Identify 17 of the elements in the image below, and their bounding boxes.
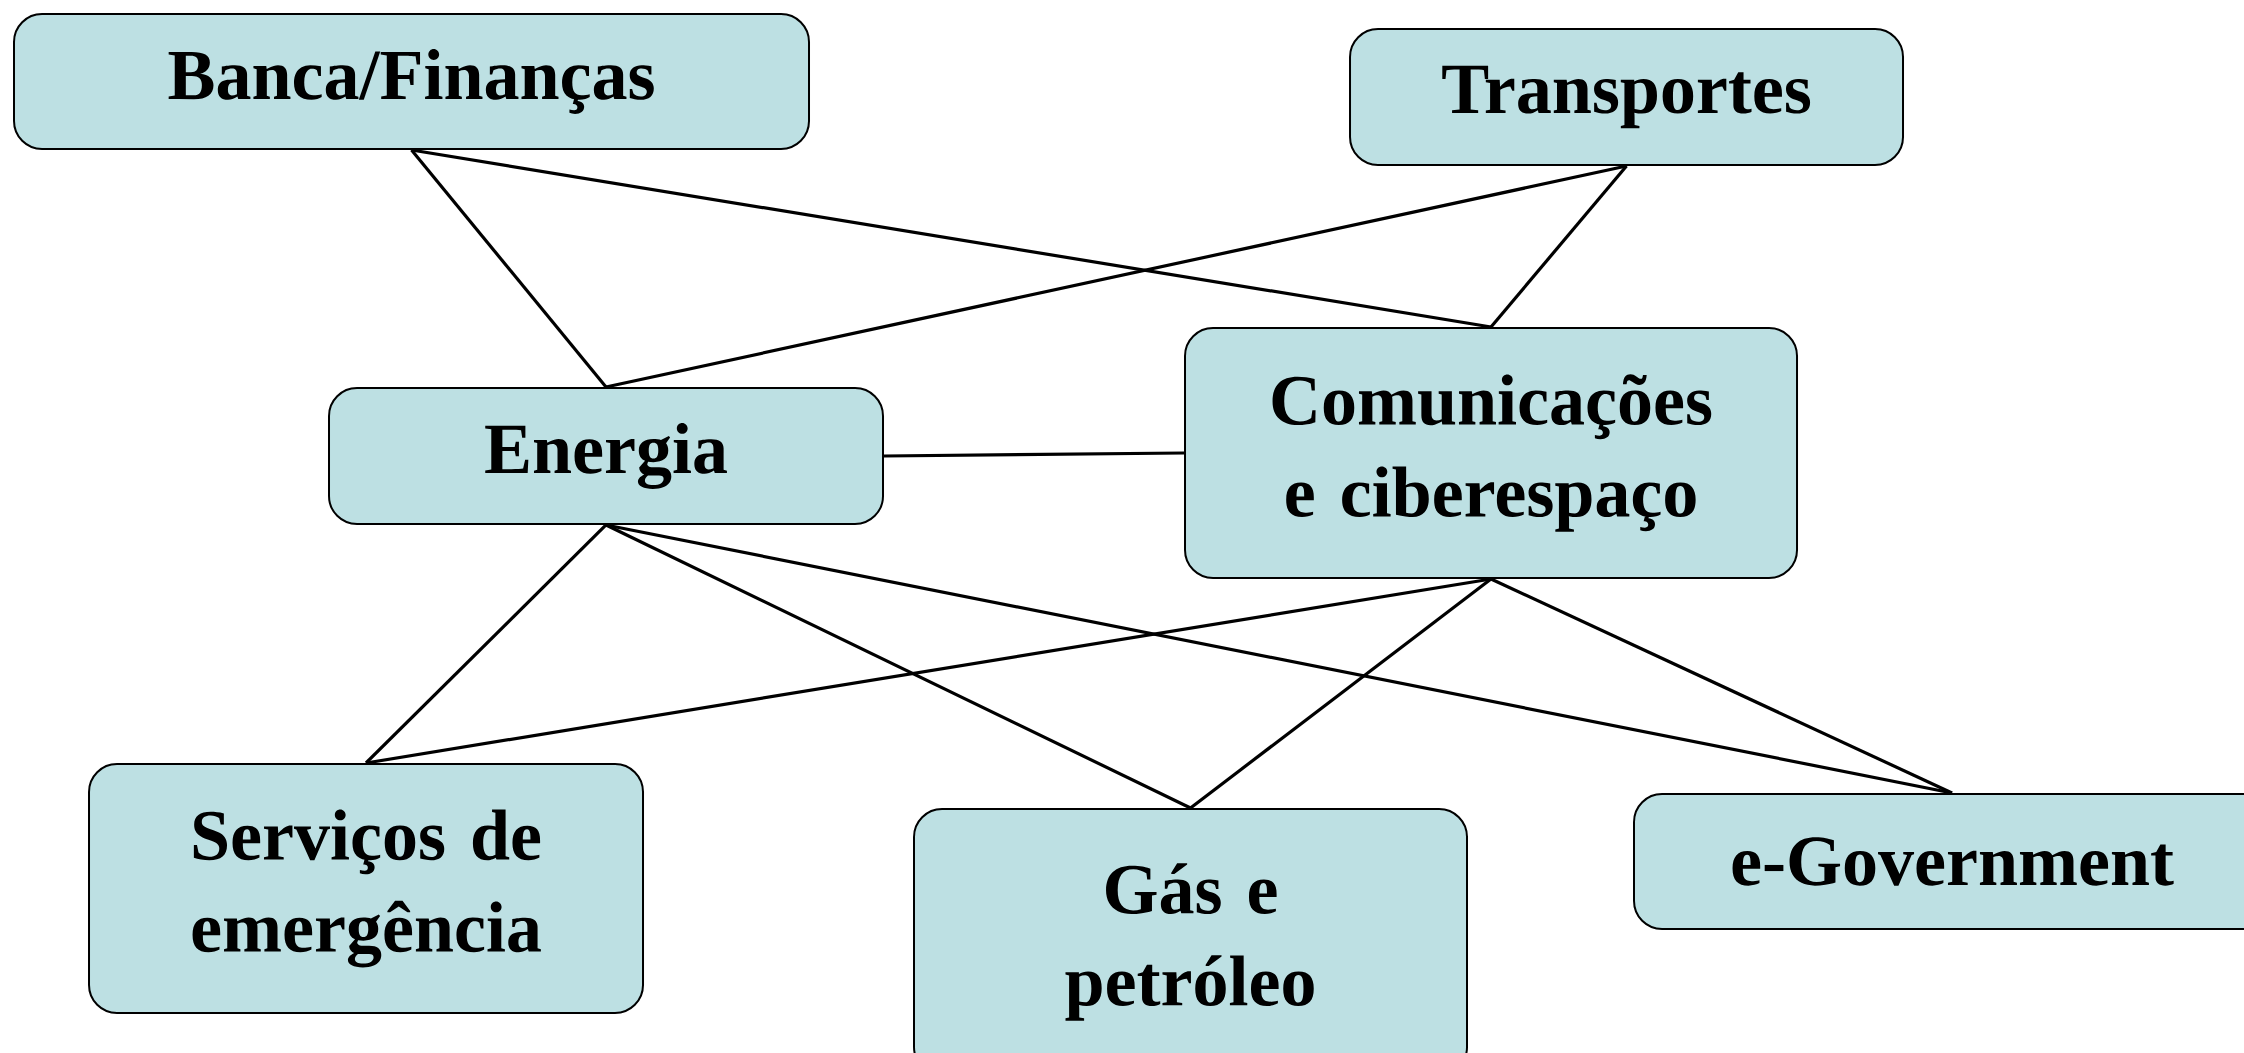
connector-line [411, 148, 1492, 329]
connector-line [605, 164, 1627, 389]
connector-line [1489, 164, 1628, 328]
connector-line [605, 523, 1953, 795]
category-box: Serviços de emergência [88, 763, 644, 1014]
connector-line [1490, 577, 1953, 795]
connector-line [365, 577, 1492, 765]
connector-line [364, 523, 608, 765]
category-box: Comunicações e ciberespaço [1184, 327, 1798, 579]
category-box: Banca/Finanças [13, 13, 810, 150]
connector-line [884, 451, 1185, 458]
connector-line [605, 523, 1192, 810]
category-box: Gás e petróleo [913, 808, 1468, 1053]
category-box: Transportes [1349, 28, 1904, 166]
category-box: e-Government [1633, 793, 2244, 930]
connector-line [1189, 577, 1492, 810]
category-box: Energia [328, 387, 884, 525]
